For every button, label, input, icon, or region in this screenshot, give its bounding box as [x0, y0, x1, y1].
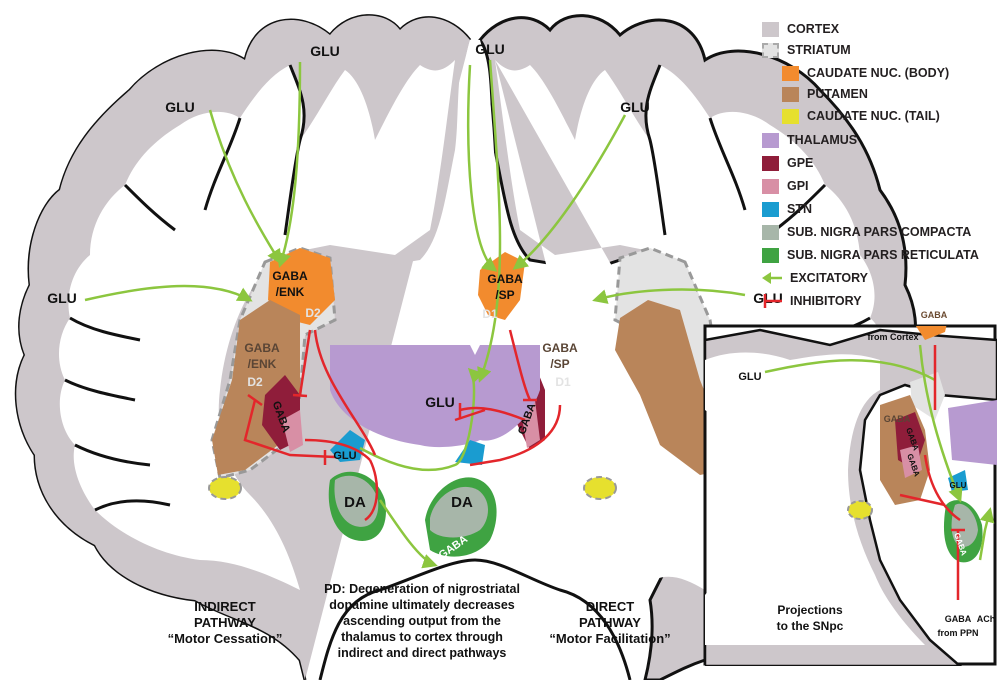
inset-from-cortex: from Cortex — [867, 332, 918, 342]
pd-note: PD: Degeneration of nigrostriatal — [324, 582, 520, 596]
indirect-pathway-subtitle: “Motor Cessation” — [168, 631, 283, 646]
stn-swatch — [762, 202, 779, 217]
legend-item-gpe: GPE — [762, 155, 813, 171]
caudate-tail-left — [209, 477, 241, 499]
caudate-tail-right — [584, 477, 616, 499]
label-gaba: GABA — [272, 269, 308, 283]
inset-label-gaba-from-ppn: GABA — [945, 614, 972, 624]
legend-item-snr: SUB. NIGRA PARS RETICULATA — [762, 247, 979, 263]
legend-item-stn: STN — [762, 201, 812, 217]
label-glu: GLU — [165, 99, 195, 115]
label-d1: D1 — [555, 375, 571, 389]
inset-title: to the SNpc — [777, 619, 844, 633]
inset-panel: from Cortex GLU GABA GABA GABA GABA GLU … — [705, 292, 997, 666]
legend-item-striatum: STRIATUM — [762, 42, 851, 58]
label-da: DA — [344, 494, 366, 511]
indirect-pathway-title: PATHWAY — [194, 615, 256, 630]
label-glu: GLU — [310, 43, 340, 59]
label-d1: D1 — [482, 307, 498, 321]
cortex-swatch — [762, 22, 779, 37]
inset-label-glu-stn: GLU — [950, 481, 967, 490]
caudate-body-swatch — [782, 66, 799, 81]
inset-title: Projections — [777, 603, 843, 617]
putamen-swatch — [782, 87, 799, 102]
legend-item-putamen: PUTAMEN — [782, 86, 868, 102]
label-enk: /ENK — [276, 285, 305, 299]
inset-label-from-ppn: from PPN — [937, 628, 978, 638]
label-glu: GLU — [475, 41, 505, 57]
legend-item-excitatory: EXCITATORY — [762, 270, 868, 286]
legend-item-snc: SUB. NIGRA PARS COMPACTA — [762, 224, 971, 240]
label-gaba: GABA — [487, 272, 523, 286]
gpe-swatch — [762, 156, 779, 171]
legend-item-caudate-tail: CAUDATE NUC. (TAIL) — [782, 108, 940, 124]
legend-item-caudate-body: CAUDATE NUC. (BODY) — [782, 65, 949, 81]
excitatory-arrow-icon — [762, 271, 784, 285]
label-d2: D2 — [305, 306, 321, 320]
inset-label-glu: GLU — [738, 371, 761, 383]
label-gaba: GABA — [244, 341, 280, 355]
legend-item-thalamus: THALAMUS — [762, 132, 857, 148]
inset-label-ach: ACh — [977, 614, 996, 624]
label-glu-stn: GLU — [333, 450, 356, 462]
indirect-pathway-title: INDIRECT — [194, 599, 255, 614]
direct-pathway-subtitle: “Motor Facilitation” — [549, 631, 670, 646]
label-glu-thalamus: GLU — [425, 394, 455, 410]
inset-label-gaba: GABA — [884, 414, 911, 424]
direct-pathway-title: PATHWAY — [579, 615, 641, 630]
label-glu: GLU — [47, 290, 77, 306]
thalamus-swatch — [762, 133, 779, 148]
snc-swatch — [762, 225, 779, 240]
gpi-swatch — [762, 179, 779, 194]
caudate-tail-swatch — [782, 109, 799, 124]
legend-item-cortex: CORTEX — [762, 21, 839, 37]
legend-item-gpi: GPI — [762, 178, 809, 194]
label-sp: /SP — [495, 288, 514, 302]
pd-note: thalamus to cortex through — [341, 630, 503, 644]
pd-note: dopamine ultimately decreases — [329, 598, 515, 612]
inhibitory-bar-icon — [762, 294, 784, 308]
label-enk: /ENK — [248, 357, 277, 371]
label-sp: /SP — [550, 357, 569, 371]
direct-pathway-title: DIRECT — [586, 599, 634, 614]
snr-swatch — [762, 248, 779, 263]
label-glu: GLU — [620, 99, 650, 115]
inset-label-gaba: GABA — [921, 310, 948, 320]
pd-note: indirect and direct pathways — [338, 646, 507, 660]
label-gaba: GABA — [542, 341, 578, 355]
striatum-swatch — [762, 43, 779, 58]
legend-item-inhibitory: INHIBITORY — [762, 293, 862, 309]
pd-note: ascending output from the — [343, 614, 501, 628]
label-da: DA — [451, 494, 473, 511]
label-d2: D2 — [247, 375, 263, 389]
